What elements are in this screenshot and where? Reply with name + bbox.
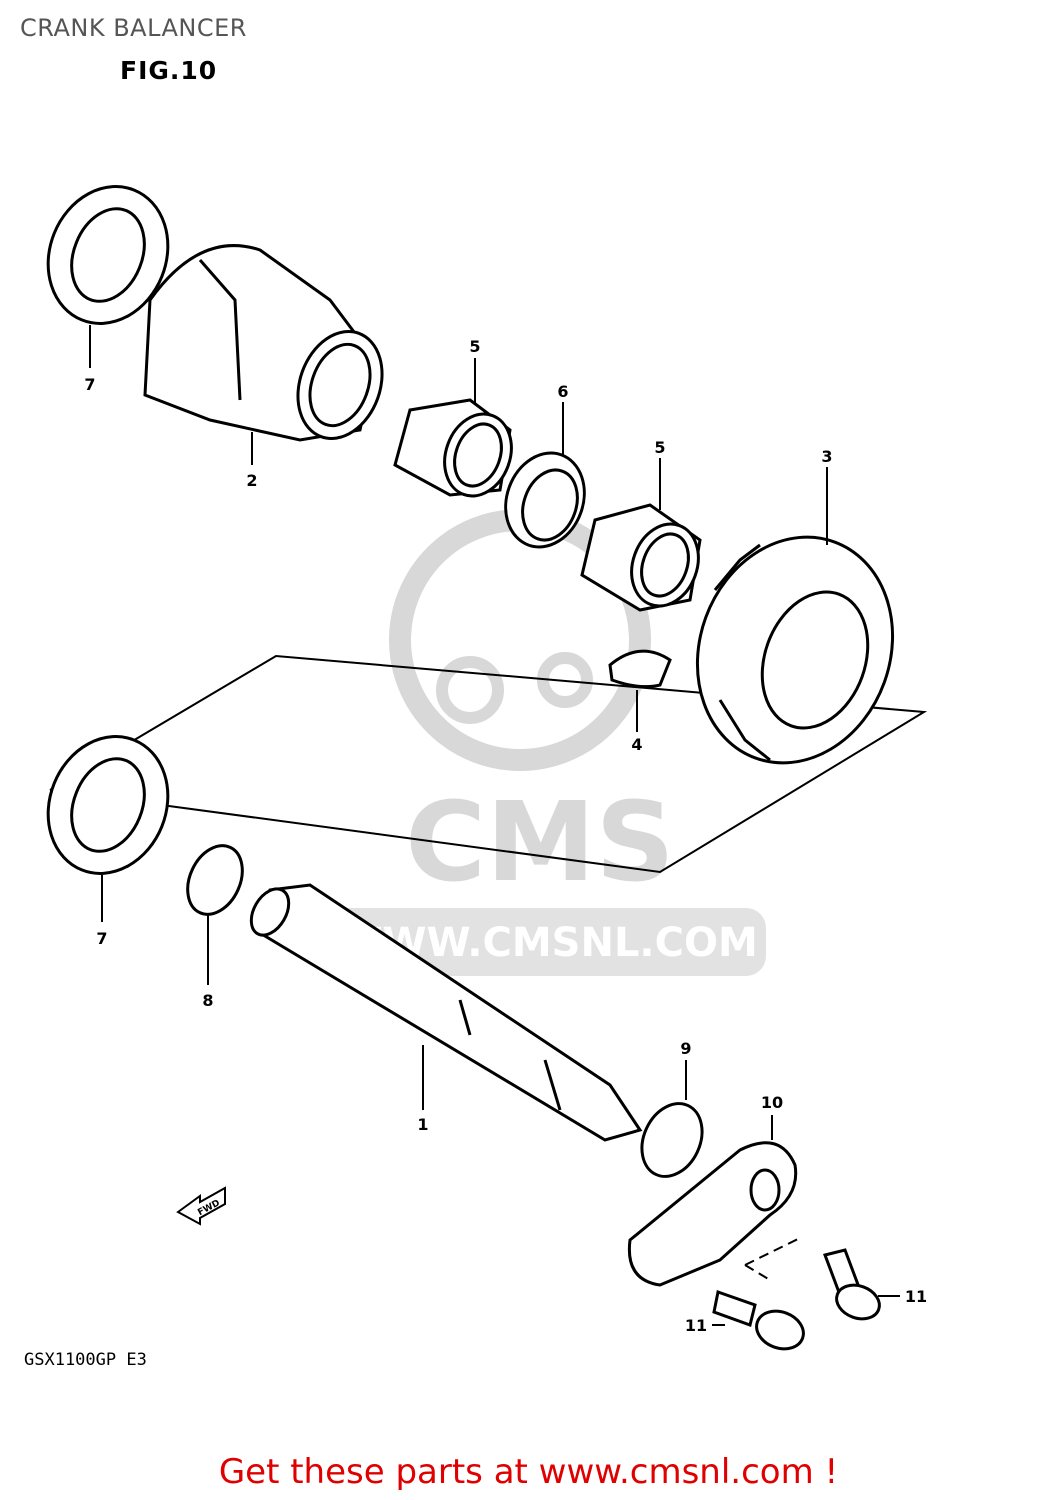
callout-2: 2 xyxy=(246,471,257,490)
callout-leaders xyxy=(89,325,900,1326)
part-7-upper-washer xyxy=(46,185,170,325)
watermark-brand: CMS xyxy=(405,778,674,906)
page-title: CRANK BALANCER xyxy=(20,14,247,42)
assembly-outline xyxy=(49,654,928,874)
callout-10: 10 xyxy=(761,1093,783,1112)
part-4-key xyxy=(608,649,672,689)
callout-9: 9 xyxy=(680,1039,691,1058)
callout-5-lower: 5 xyxy=(654,438,665,457)
fwd-arrow-icon: FWD xyxy=(176,1186,226,1226)
figure-number: FIG.10 xyxy=(120,56,218,85)
lever-bolt-guide xyxy=(744,1237,801,1281)
part-5-needle-bearing-upper xyxy=(393,398,513,498)
part-8-o-ring xyxy=(186,844,244,916)
part-6-spacer-ring xyxy=(504,451,586,549)
callout-3: 3 xyxy=(821,447,832,466)
part-3-balancer-gear xyxy=(695,535,895,765)
part-11-bolt-right xyxy=(823,1248,881,1321)
callout-5-upper: 5 xyxy=(469,337,480,356)
part-1-balancer-shaft xyxy=(249,883,643,1142)
callout-7-upper: 7 xyxy=(84,375,95,394)
watermark-url-band xyxy=(330,908,766,976)
part-5-needle-bearing-lower xyxy=(580,503,702,612)
callout-1: 1 xyxy=(417,1115,428,1134)
part-10-adjuster-lever xyxy=(627,1141,798,1287)
callout-11-right: 11 xyxy=(905,1287,927,1306)
part-11-bolt-left xyxy=(712,1290,805,1351)
part-7-lower-washer xyxy=(46,735,170,875)
parts-link-banner[interactable]: Get these parts at www.cmsnl.com ! xyxy=(218,1452,839,1492)
callout-6: 6 xyxy=(557,382,568,401)
callout-4: 4 xyxy=(631,735,642,754)
part-2-balancer-housing xyxy=(143,244,384,442)
callout-8: 8 xyxy=(202,991,213,1010)
callout-11-left: 11 xyxy=(685,1316,707,1335)
watermark-mascot-eye xyxy=(436,656,504,724)
callout-7-lower: 7 xyxy=(96,929,107,948)
part-9-o-ring xyxy=(640,1102,704,1178)
model-code: GSX1100GP E3 xyxy=(24,1350,147,1370)
